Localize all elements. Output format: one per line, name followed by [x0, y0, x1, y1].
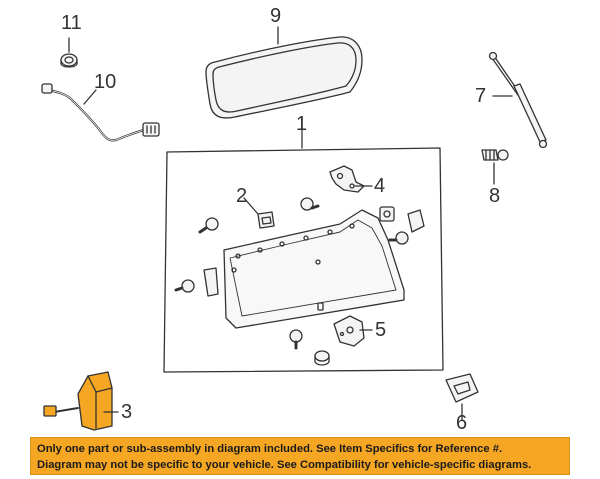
part-8-ball-stud	[481, 149, 509, 161]
part-6-striker	[445, 373, 479, 403]
callout-4: 4	[374, 175, 386, 197]
bolt-d	[174, 279, 195, 293]
callout-11: 11	[61, 12, 82, 34]
callout-10: 10	[94, 71, 117, 93]
notice-line-2: Diagram may not be specific to your vehi…	[37, 459, 532, 471]
part-10-harness	[41, 83, 160, 142]
callout-5: 5	[375, 319, 387, 341]
callout-3: 3	[121, 401, 133, 423]
notice-line-1: Only one part or sub-assembly in diagram…	[37, 443, 503, 455]
leader-10	[83, 89, 97, 105]
part-7-strut	[488, 51, 548, 149]
compatibility-notice-banner: Only one part or sub-assembly in diagram…	[30, 437, 570, 475]
part-5-latch	[333, 315, 365, 347]
bolt-a	[198, 217, 219, 234]
callout-6: 6	[456, 412, 468, 434]
part-4-hinge	[329, 165, 365, 193]
callout-9: 9	[270, 5, 282, 27]
bolt-c	[388, 231, 409, 245]
part-2-clip	[257, 211, 275, 229]
callout-2: 2	[236, 185, 248, 207]
part-11-grommet	[60, 53, 78, 68]
callout-1: 1	[296, 113, 308, 135]
leader-2	[243, 197, 259, 215]
part-3-highlighted	[43, 371, 113, 431]
callout-7: 7	[475, 85, 487, 107]
bumper-a	[379, 206, 395, 222]
callout-8: 8	[489, 185, 501, 207]
bolt-b	[300, 197, 320, 211]
part-9-glass-seal	[205, 36, 363, 119]
fasteners	[174, 197, 425, 366]
bolt-e	[289, 329, 303, 350]
part-1-liftgate-panel	[203, 209, 405, 329]
bumper-b	[314, 350, 330, 366]
clip-b	[407, 209, 425, 233]
part-1-frame	[163, 147, 444, 373]
